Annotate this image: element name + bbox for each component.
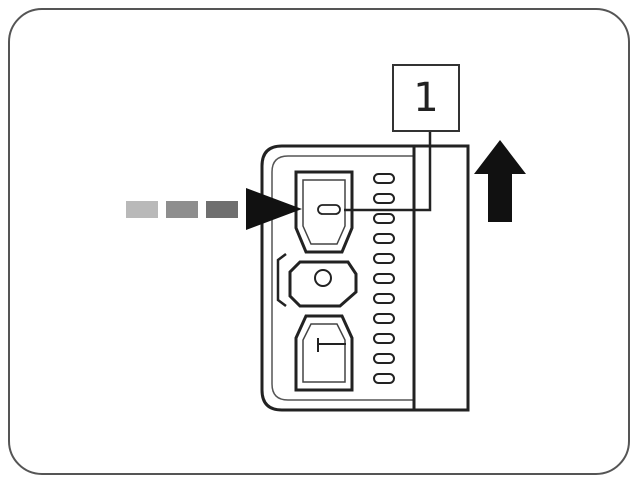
side-tab (276, 253, 287, 307)
vent-slot (373, 273, 395, 284)
vent-slot (373, 373, 395, 384)
callout-leader-line (344, 132, 432, 212)
indicator-hole (317, 204, 341, 215)
vent-slot (373, 213, 395, 224)
dash-segment-1 (126, 201, 158, 218)
vent-slot (373, 193, 395, 204)
vent-slot (373, 353, 395, 364)
bottom-button (294, 314, 354, 392)
callout-label: 1 (392, 64, 460, 132)
vent-slot (373, 233, 395, 244)
top-button-inner (302, 179, 346, 245)
bottom-button-inner (302, 323, 346, 383)
vent-slots (373, 173, 395, 384)
vent-slot (373, 293, 395, 304)
vent-slot (373, 253, 395, 264)
dash-segment-3 (206, 201, 238, 218)
vent-slot (373, 333, 395, 344)
middle-button-circle (314, 269, 332, 287)
insert-arrow-head (246, 188, 302, 230)
device-side-panel (412, 144, 470, 412)
vent-slot (373, 173, 395, 184)
callout-number: 1 (413, 75, 439, 121)
dash-segment-2 (166, 201, 198, 218)
up-arrow-icon (474, 140, 526, 222)
device-housing-inner (271, 155, 418, 401)
vent-slot (373, 313, 395, 324)
